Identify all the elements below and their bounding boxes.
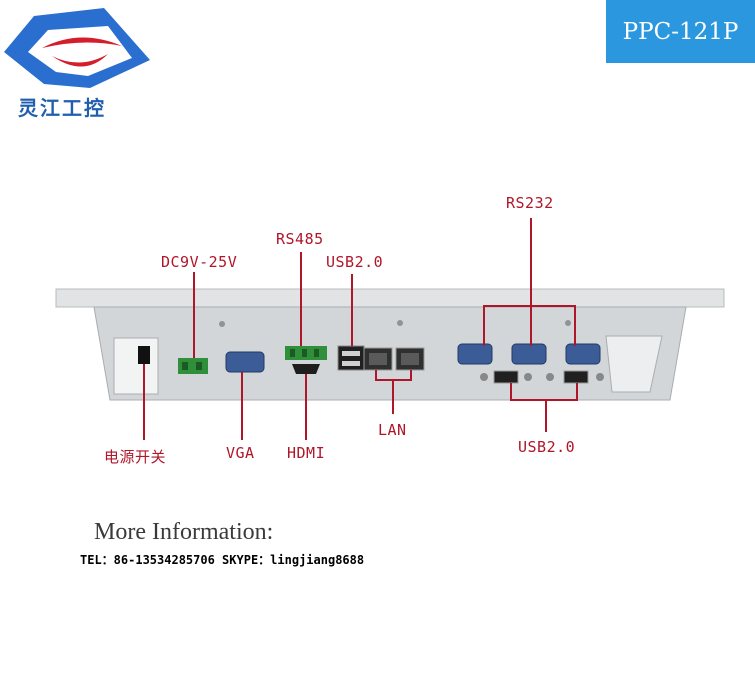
callout-rs232: RS232	[506, 194, 554, 212]
callout-usb-top: USB2.0	[326, 253, 384, 271]
power-recess	[113, 337, 159, 395]
callout-hdmi: HDMI	[287, 444, 326, 462]
model-badge: PPC-121P	[606, 0, 755, 63]
more-info-heading: More Information:	[94, 519, 274, 545]
io-panel-diagram	[55, 218, 725, 440]
rs232-port-icon	[457, 343, 493, 365]
logo-text: 灵江工控	[18, 96, 106, 120]
callout-lan: LAN	[378, 421, 407, 439]
usb-port-icon	[563, 370, 589, 384]
hdmi-port-icon	[292, 364, 320, 374]
usb-stack-icon	[337, 345, 365, 371]
callout-vga: VGA	[226, 444, 255, 462]
callout-lines	[143, 218, 578, 440]
contact-line: TEL：86-13534285706 SKYPE：lingjiang8688	[80, 553, 365, 567]
screw-icon	[219, 321, 225, 327]
power-switch-icon	[138, 346, 150, 364]
screw-icon	[397, 320, 403, 326]
callout-power-switch: 电源开关	[104, 448, 167, 466]
usb-port-icon	[493, 370, 519, 384]
callout-usb-bottom: USB2.0	[518, 438, 576, 456]
side-recess	[605, 335, 663, 393]
screw-icon	[565, 320, 571, 326]
callout-dc-power: DC9V-25V	[161, 253, 238, 271]
panel-front-bezel	[55, 288, 725, 308]
rs232-port-icon	[565, 343, 601, 365]
logo-mark-icon	[4, 8, 150, 88]
vga-port-icon	[225, 351, 265, 373]
callout-rs485: RS485	[276, 230, 324, 248]
company-logo: 灵江工控	[4, 8, 154, 120]
rs232-port-icon	[511, 343, 547, 365]
